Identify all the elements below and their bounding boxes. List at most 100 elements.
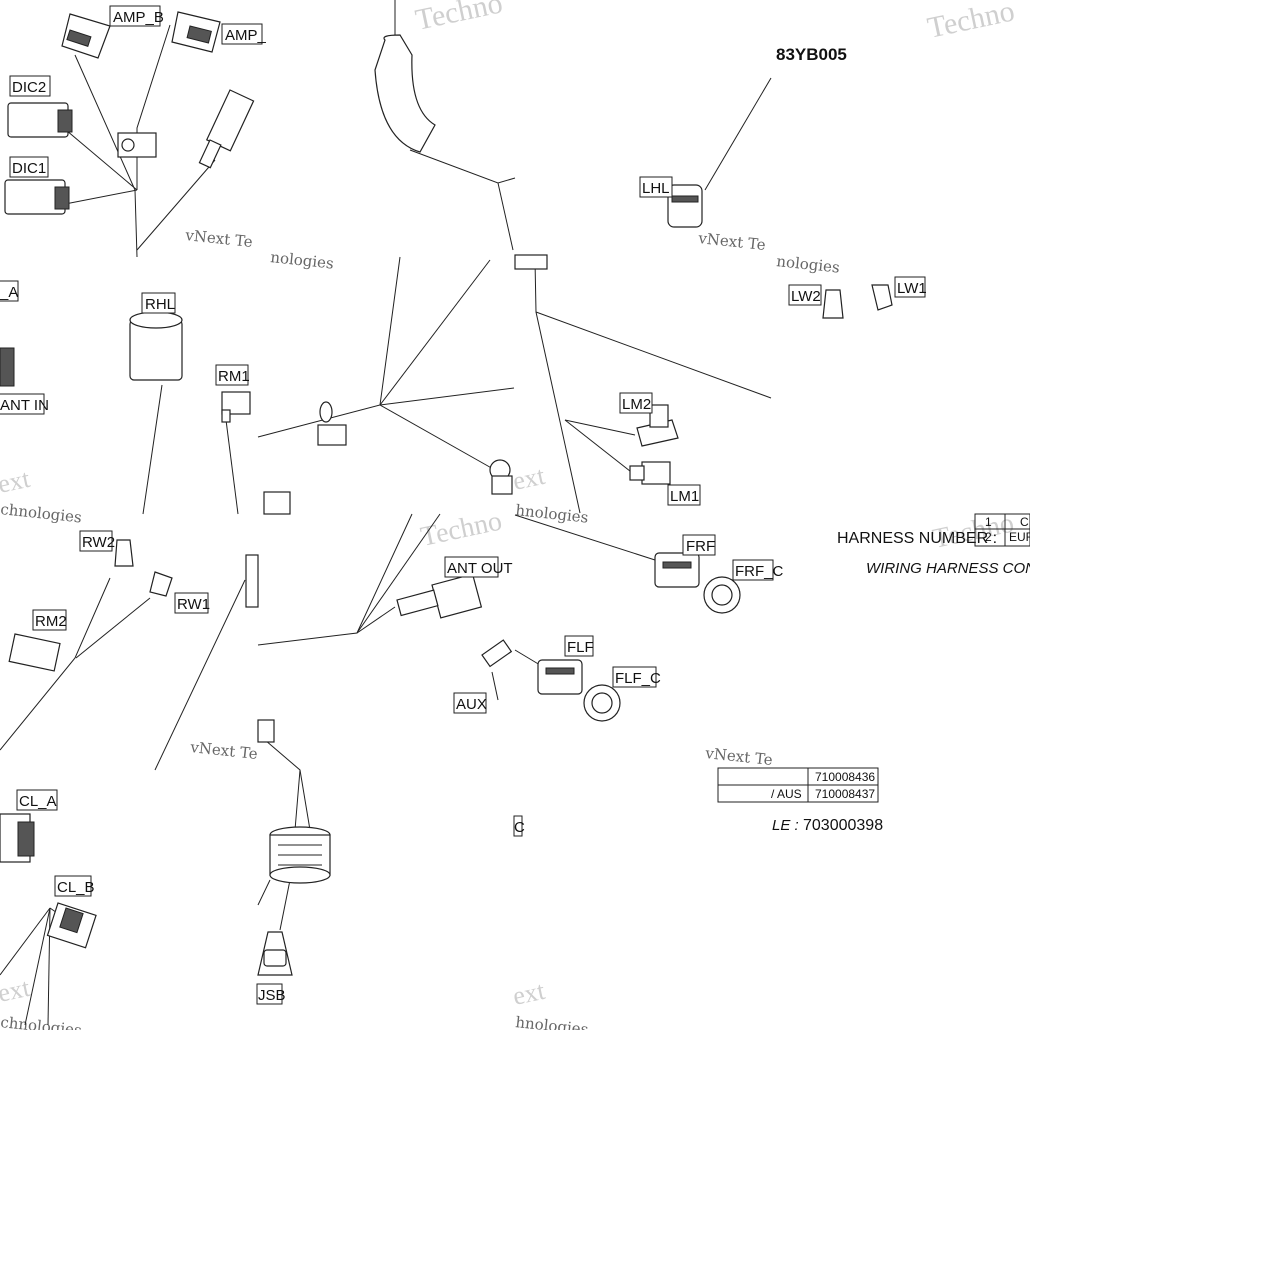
flf-cap: [583, 684, 621, 722]
watermark-nologies-1: nologies: [270, 248, 335, 273]
watermark-ext-1: ext: [0, 464, 33, 499]
rhl-connector: [129, 311, 183, 381]
ant-out-connector: [396, 573, 483, 619]
label-c-fragment: C: [513, 815, 525, 837]
lm2-connector: [636, 404, 679, 447]
harness-region-row2: / AUS: [771, 787, 802, 801]
rw1-terminal: [149, 571, 173, 597]
rw2-terminal: [114, 539, 134, 567]
harness-table-row1-region: C: [1020, 515, 1029, 529]
svg-text:RM2: RM2: [35, 613, 67, 630]
junction-clip-1: [117, 132, 157, 158]
lhl-connector: [667, 184, 703, 228]
svg-text:LM1: LM1: [670, 488, 699, 505]
rm1-bundle: [263, 491, 291, 515]
lm1-connector: [629, 461, 671, 485]
label-lhl: LHL: [639, 176, 673, 198]
svg-text:AMP_: AMP_: [225, 27, 267, 44]
label-aux: AUX: [453, 692, 487, 714]
label-lm1: LM1: [667, 484, 701, 506]
label-rm2: RM2: [32, 609, 67, 631]
svg-text:DIC1: DIC1: [12, 160, 46, 177]
svg-text:ANT OUT: ANT OUT: [447, 560, 513, 577]
label-rw2: RW2: [79, 530, 115, 552]
junction-clip-5: [514, 254, 548, 270]
label-flf-c: FLF_C: [612, 666, 661, 688]
wires: [0, 0, 772, 1026]
amp-a-connector: [171, 11, 221, 53]
svg-text:FRF_C: FRF_C: [735, 563, 784, 580]
harness-table-row2-idx: 2: [985, 530, 992, 544]
harness-title: WIRING HARNESS CONSO: [866, 560, 1058, 577]
label-ant-out: ANT OUT: [444, 556, 513, 578]
lw1-terminal: [871, 284, 893, 311]
label-frf-c: FRF_C: [732, 559, 784, 581]
label-rw1: RW1: [174, 592, 210, 614]
svg-text:RM1: RM1: [218, 368, 250, 385]
label-usb: JSB: [256, 983, 286, 1005]
aux-jack: [481, 639, 513, 701]
harness-number-row2: 710008437: [815, 787, 875, 801]
lw2-terminal: [822, 289, 844, 319]
svg-text:LHL: LHL: [642, 180, 670, 197]
frf-connector: [654, 552, 700, 588]
part-code: 83YB005: [776, 45, 847, 64]
svg-text:_A: _A: [0, 284, 18, 301]
watermark-ext-4: ext: [510, 461, 548, 496]
svg-text:FLF_C: FLF_C: [615, 670, 661, 687]
label-ant-a: _A: [0, 280, 19, 302]
label-cl-a: CL_A: [16, 789, 58, 811]
svg-text:AUX: AUX: [456, 696, 487, 713]
watermark-technologies-1: Techno: [413, 0, 506, 37]
label-frf: FRF: [682, 534, 716, 556]
usb-hub: [269, 826, 331, 884]
svg-text:ANT IN: ANT IN: [0, 397, 49, 414]
svg-text:LW1: LW1: [897, 280, 927, 297]
watermark-nologies-2: nologies: [776, 252, 841, 277]
label-rhl: RHL: [141, 292, 176, 314]
flf-connector: [537, 659, 583, 695]
svg-text:C: C: [514, 819, 525, 836]
watermark-ext-2: ext: [0, 973, 33, 1008]
rm1-connector: [221, 391, 251, 423]
label-dic2: DIC2: [9, 75, 51, 97]
watermark-ext-3: ext: [510, 976, 548, 1011]
svg-text:FRF: FRF: [686, 538, 715, 555]
watermark-vnext-4: vNext Te: [704, 744, 774, 769]
svg-text:RHL: RHL: [145, 296, 175, 313]
edge-connector: [245, 554, 259, 608]
harness-table-row1-idx: 1: [985, 515, 992, 529]
svg-text:CL_A: CL_A: [19, 793, 57, 810]
dic1-connector: [4, 179, 70, 215]
ant-in-connector: [0, 347, 15, 387]
harness-title-suffix: LE :: [772, 817, 799, 834]
harness-table-lower: 710008436 / AUS 710008437 LE : 703000398: [717, 767, 883, 834]
watermark-vnext-2: vNext Te: [697, 229, 767, 254]
label-rm1: RM1: [215, 364, 250, 386]
connector-labels: AMP_B AMP_ DIC2 DIC1 LHL LW2 LW1 _A ANT …: [0, 5, 927, 1005]
amp-side-connector: [198, 89, 255, 169]
svg-text:DIC2: DIC2: [12, 79, 46, 96]
harness-number-label: HARNESS NUMBER :: [837, 530, 997, 547]
junction-clip-3: [489, 459, 513, 495]
svg-text:LM2: LM2: [622, 396, 651, 413]
watermark-technologies-3: Techno: [418, 505, 505, 552]
svg-text:FLF: FLF: [567, 639, 594, 656]
label-amp-b: AMP_B: [109, 5, 164, 27]
cl-b-connector: [46, 902, 97, 949]
rm2-connector: [8, 633, 61, 672]
usb-plug: [257, 931, 293, 976]
label-dic1: DIC1: [9, 156, 49, 178]
junction-clip-4: [257, 719, 275, 743]
connector-parts: [0, 11, 893, 976]
air-duct: [374, 34, 436, 153]
watermark-technologies-2: Techno: [925, 0, 1018, 45]
svg-text:RW1: RW1: [177, 596, 210, 613]
junction-clip-2: [317, 401, 347, 446]
svg-text:RW2: RW2: [82, 534, 115, 551]
svg-text:CL_B: CL_B: [57, 879, 95, 896]
frf-cap: [703, 576, 741, 614]
harness-number-row1: 710008436: [815, 770, 875, 784]
